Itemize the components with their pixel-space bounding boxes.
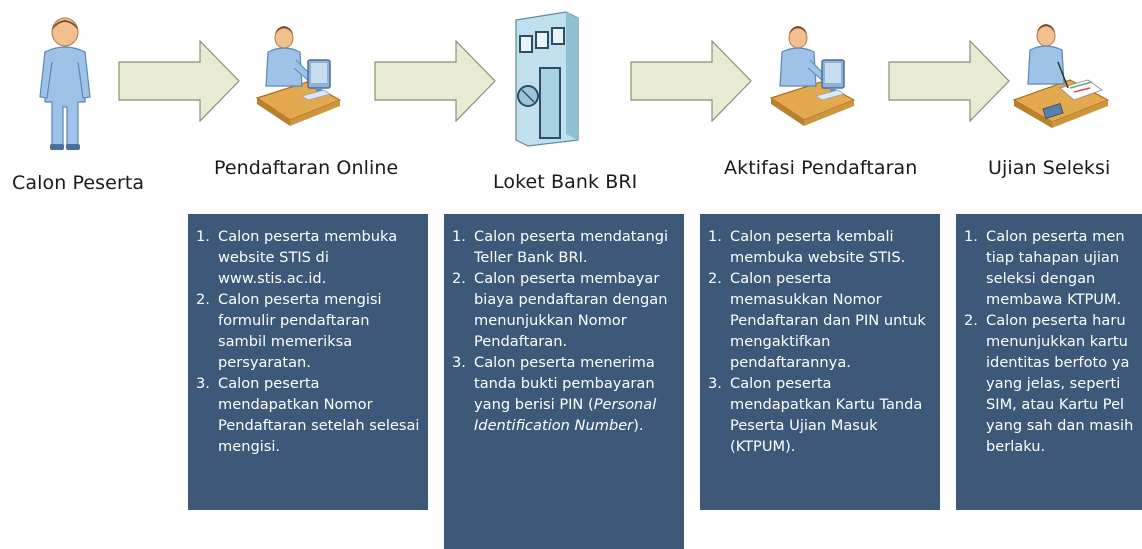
step-item: 2. Calon peserta mengisi formulir pendaft…: [192, 289, 420, 373]
step-item: 1. Calon peserta membuka website STIS di …: [192, 226, 420, 289]
step-number: 1.: [196, 228, 210, 245]
step-text: Calon peserta membuka website STIS di ww…: [218, 228, 398, 287]
step-number: 1.: [964, 228, 978, 245]
stage-label-pendaftaran-online: Pendaftaran Online: [214, 157, 399, 179]
step-number: 3.: [452, 354, 466, 371]
step-text: Calon peserta mendapatkan Kartu Tanda Pe…: [730, 375, 923, 455]
step-text: Calon peserta kembali membuka website ST…: [730, 228, 906, 266]
step-number: 2.: [452, 270, 466, 287]
step-text: Calon peserta mengisi formulir pendaftar…: [218, 291, 382, 371]
steps-box-loket-bank-bri: 1. Calon peserta mendatangi Teller Bank B…: [444, 214, 684, 549]
person-writing-exam-icon: [1012, 24, 1110, 128]
step-text: Calon peserta mendapatkan Nomor Pendafta…: [218, 375, 420, 455]
step-number: 2.: [196, 291, 210, 308]
stage-label-ujian-seleksi: Ujian Seleksi: [988, 157, 1111, 179]
step-text: Calon peserta membayar biaya pendaftaran…: [474, 270, 668, 350]
stage-label-calon-peserta: Calon Peserta: [12, 172, 145, 194]
step-item: 3. Calon peserta menerima tanda bukti pem…: [448, 352, 676, 436]
step-item: 3. Calon peserta mendapatkan Nomor Pendaf…: [192, 373, 420, 457]
step-number: 3.: [196, 375, 210, 392]
step-text: Calon peserta haru menunjukkan kartu ide…: [986, 312, 1134, 455]
stage-label-aktifasi-pendaftaran: Aktifasi Pendaftaran: [724, 157, 918, 179]
steps-list: 1. Calon peserta kembali membuka website …: [704, 226, 932, 457]
step-item: 2. Calon peserta membayar biaya pendaftar…: [448, 268, 676, 352]
steps-box-pendaftaran-online: 1. Calon peserta membuka website STIS di …: [188, 214, 428, 510]
steps-list: 1. Calon peserta mendatangi Teller Bank B…: [448, 226, 676, 436]
flow-arrow: [888, 40, 1010, 122]
step-item: 3. Calon peserta mendapatkan Kartu Tanda …: [704, 373, 932, 457]
steps-list: 1. Calon peserta membuka website STIS di …: [192, 226, 420, 457]
stage-label-loket-bank-bri: Loket Bank BRI: [493, 171, 638, 193]
step-text-italic: Personal Identification Number: [474, 396, 657, 434]
step-item: 1. Calon peserta kembali membuka website …: [704, 226, 932, 268]
bank-building-icon: [515, 11, 579, 147]
person-at-computer-icon: [769, 26, 856, 126]
step-item: 1. Calon peserta men tiap tahapan ujian s…: [960, 226, 1142, 310]
step-number: 2.: [964, 312, 978, 329]
step-text: Calon peserta men tiap tahapan ujian sel…: [986, 228, 1125, 308]
step-item: 1. Calon peserta mendatangi Teller Bank B…: [448, 226, 676, 268]
person-at-computer-icon: [255, 26, 342, 126]
flow-arrow: [118, 40, 240, 122]
step-number: 2.: [708, 270, 722, 287]
step-text: Calon peserta memasukkan Nomor Pendaftar…: [730, 270, 926, 371]
step-number: 1.: [452, 228, 466, 245]
step-number: 3.: [708, 375, 722, 392]
flow-arrow: [374, 40, 496, 122]
standing-person-icon: [39, 17, 91, 150]
flow-arrow: [630, 40, 752, 122]
step-item: 2. Calon peserta memasukkan Nomor Pendaft…: [704, 268, 932, 373]
steps-box-ujian-seleksi: 1. Calon peserta men tiap tahapan ujian s…: [956, 214, 1142, 510]
steps-list: 1. Calon peserta men tiap tahapan ujian s…: [960, 226, 1142, 457]
step-number: 1.: [708, 228, 722, 245]
step-text: Calon peserta mendatangi Teller Bank BRI…: [474, 228, 669, 266]
steps-box-aktifasi-pendaftaran: 1. Calon peserta kembali membuka website …: [700, 214, 940, 510]
step-text: Calon peserta menerima tanda bukti pemba…: [474, 354, 655, 413]
step-item: 2. Calon peserta haru menunjukkan kartu i…: [960, 310, 1142, 457]
step-text: ).: [633, 417, 644, 434]
